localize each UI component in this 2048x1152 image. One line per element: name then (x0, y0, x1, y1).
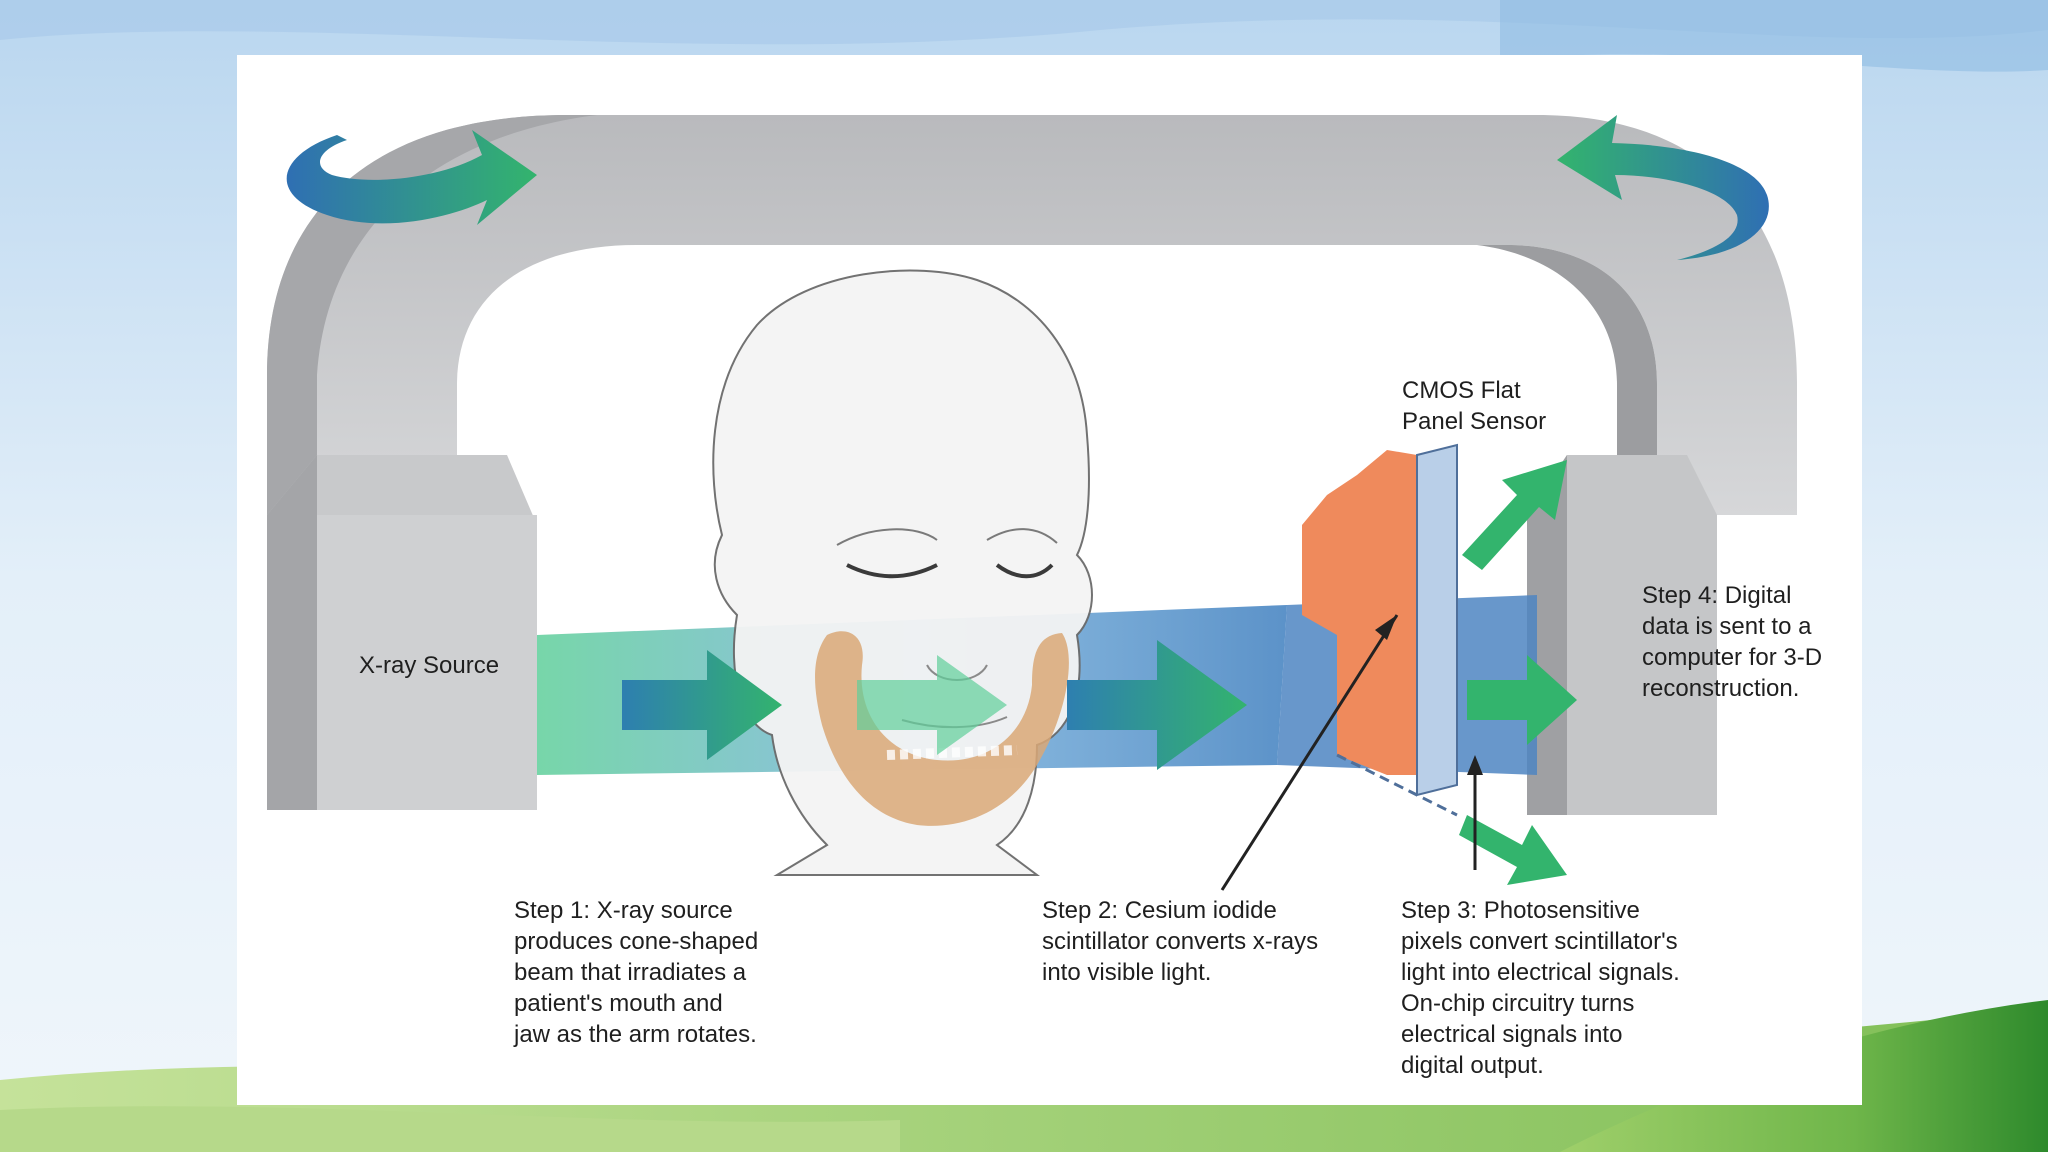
pointer-step2 (1220, 614, 1399, 891)
label-cmos-sensor: CMOS Flat Panel Sensor (1402, 377, 1547, 435)
label-step-4: Step 4: Digital data is sent to a comput… (1642, 582, 1823, 702)
beam-arrow-2 (857, 655, 1007, 755)
label-xray-source: X-ray Source (359, 652, 500, 679)
jaw-bone (815, 631, 1069, 826)
flat-panel-sensor (1302, 443, 1458, 817)
label-step-1: Step 1: X-ray source produces cone-shape… (514, 897, 759, 1048)
beam-arrow-3 (1067, 640, 1247, 770)
cbct-diagram (267, 115, 1797, 891)
output-arrow-bottom (1459, 815, 1567, 885)
output-arrow-top (1462, 460, 1567, 570)
label-step-2: Step 2: Cesium iodide scintillator conve… (1042, 897, 1319, 986)
patient-head (712, 269, 1093, 876)
label-step-3: Step 3: Photosensitive pixels convert sc… (1401, 897, 1680, 1079)
rotate-arrow-left-icon (286, 130, 537, 225)
output-arrow-mid (1467, 655, 1577, 745)
diagram-panel: X-ray Source CMOS Flat Panel Sensor Step… (237, 55, 1862, 1105)
beam-arrow-1 (622, 650, 782, 760)
xray-source-block (267, 455, 537, 810)
rotate-arrow-right-icon (1557, 115, 1769, 260)
